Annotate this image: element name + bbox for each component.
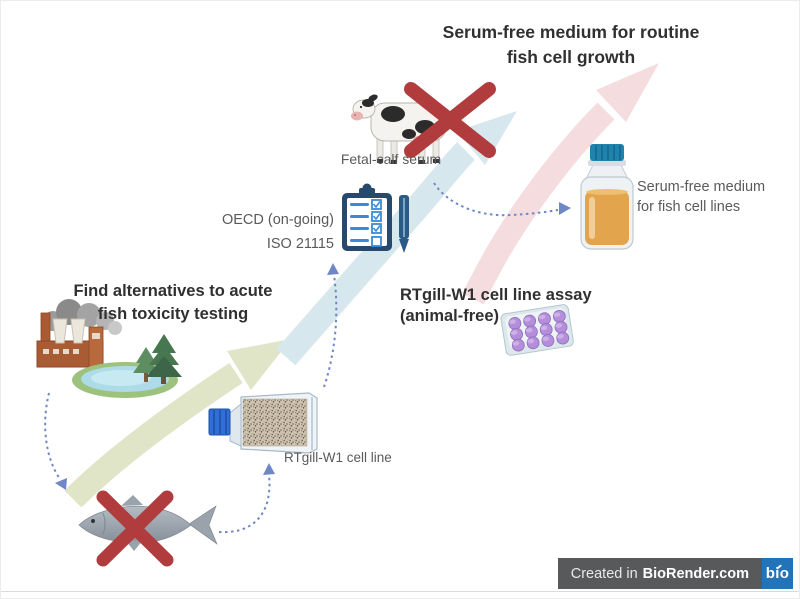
goal-title-line2: fish cell growth xyxy=(506,47,636,67)
bottle-label-line1: Serum-free medium xyxy=(637,179,766,195)
biorender-logo-icon[interactable]: bio xyxy=(762,558,793,589)
badge-prefix: Created in xyxy=(570,565,638,582)
pen-icon xyxy=(399,195,409,253)
oecd-label: OECD (on-going) xyxy=(221,212,334,228)
fetal-calf-serum-label: Fetal-calf serum xyxy=(340,151,442,167)
cow-red-cross-icon xyxy=(404,82,496,158)
problem-title: Find alternatives to acute fish toxicity… xyxy=(23,280,323,326)
problem-title-line2: fish toxicity testing xyxy=(97,305,249,323)
bottle-label: Serum-free medium for fish cell lines xyxy=(637,178,797,217)
bottom-border-line xyxy=(1,591,799,592)
factory-pollution-icon xyxy=(36,299,122,368)
biorender-credit-text[interactable]: Created in BioRender.com xyxy=(557,558,762,589)
clipboard-checklist-icon xyxy=(342,183,392,251)
dashed-arrow-to-bottle xyxy=(433,182,571,217)
goal-title-line1: Serum-free medium for routine xyxy=(442,22,700,42)
bottle-label-line2: for fish cell lines xyxy=(637,198,741,215)
blue-arrow xyxy=(276,111,517,366)
assay-title-line2: (animal-free) xyxy=(400,307,500,325)
well-plate-icon xyxy=(500,304,574,356)
green-arrow xyxy=(64,339,291,508)
dashed-arrow-flask-to-standards xyxy=(323,263,339,388)
biorender-badge[interactable]: Created in BioRender.com bio xyxy=(557,558,793,589)
goal-title: Serum-free medium for routine fish cell … xyxy=(411,20,731,70)
pink-arrow xyxy=(462,63,659,305)
pine-trees-icon xyxy=(133,334,182,384)
dashed-arrow-lake-to-fish xyxy=(44,392,67,490)
assay-title-line1: RTgill-W1 cell line assay xyxy=(400,286,592,304)
fish-red-cross-icon xyxy=(96,490,174,567)
assay-title: RTgill-W1 cell line assay (animal-free) xyxy=(400,285,640,327)
badge-brand: BioRender.com xyxy=(642,565,749,582)
culture-flask-icon xyxy=(208,392,318,454)
medium-bottle-icon xyxy=(580,144,634,250)
dashed-arrow-fish-to-flask xyxy=(218,463,275,534)
iso-label: ISO 21115 xyxy=(266,236,334,252)
standards-label: OECD (on-going) ISO 21115 xyxy=(151,208,334,256)
flask-label: RTgill-W1 cell line xyxy=(284,450,392,465)
problem-title-line1: Find alternatives to acute xyxy=(73,282,273,300)
badge-logo-text: bio xyxy=(765,565,790,582)
